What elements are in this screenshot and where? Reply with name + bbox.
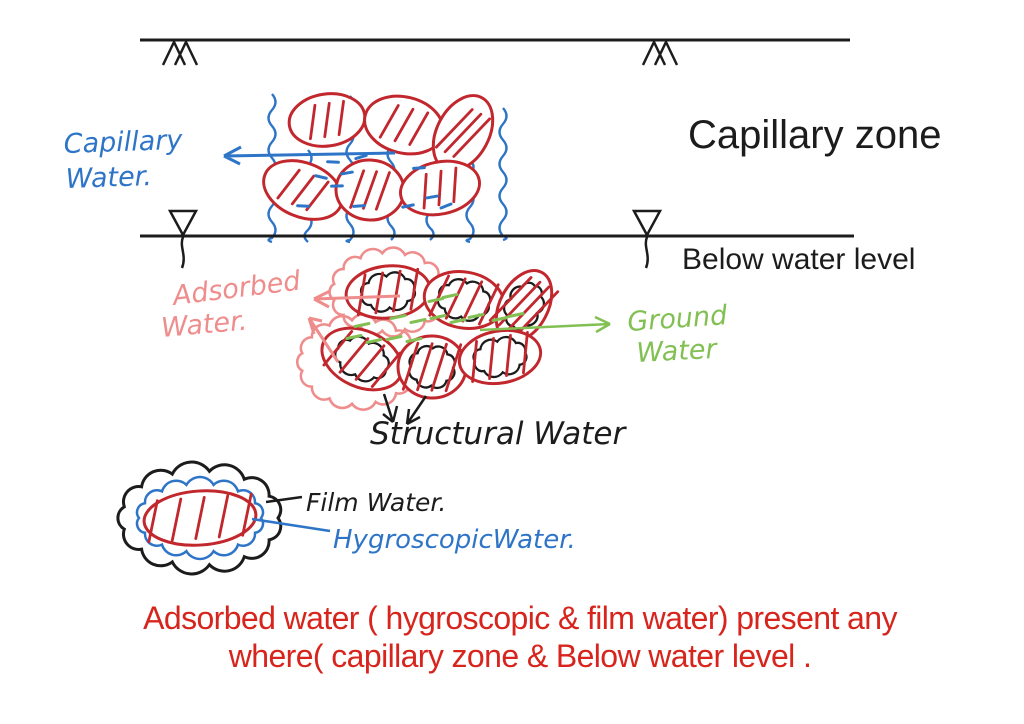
ground-water-dash	[353, 322, 371, 328]
ground-water-dash	[449, 318, 467, 324]
moisture-dash	[340, 170, 354, 176]
capillary-water-label-line2: Water.	[65, 161, 152, 195]
moisture-dash	[314, 174, 328, 180]
structural-water-arrow	[405, 395, 428, 426]
film-water-pointer	[265, 495, 303, 504]
moisture-dash	[412, 166, 426, 170]
adsorbed-water-label-line1: Adsorbed	[169, 265, 303, 312]
ground-water-dash	[467, 313, 485, 319]
soil-grain	[457, 328, 543, 386]
capillary-squiggle	[498, 107, 508, 242]
soil-grain	[142, 489, 258, 547]
ground-hatch-symbol	[641, 39, 679, 66]
ground-water-dash	[385, 335, 403, 341]
capillary-zone-label: Capillary zone	[688, 113, 941, 157]
ground-water-dash	[429, 314, 447, 320]
soil-grain	[431, 94, 495, 172]
adsorbed-water-arrow	[307, 316, 340, 363]
caption-line2: where( capillary zone & Below water leve…	[228, 638, 811, 674]
below-water-level-label: Below water level	[682, 243, 915, 276]
moisture-dash	[326, 160, 340, 164]
soil-grain	[287, 92, 367, 148]
ground-water-dash	[365, 338, 383, 344]
moisture-dash	[296, 204, 310, 208]
ground-water-dash	[405, 337, 423, 343]
moisture-dash	[354, 153, 368, 161]
ground-water-label-line1: Ground	[626, 300, 729, 338]
soil-grain	[320, 326, 404, 392]
ground-water-dash	[441, 293, 459, 299]
ground-water-dash	[345, 334, 363, 340]
soil-grain	[399, 159, 481, 217]
labels-layer: Capillary Water. Capillary zone Below wa…	[63, 113, 941, 674]
soil-grain	[363, 94, 445, 156]
capillary-water-label-line1: Capillary	[63, 125, 184, 160]
soil-grain	[396, 334, 468, 400]
arrows-layer	[223, 145, 611, 533]
moisture-dash	[439, 202, 453, 210]
adsorbed-water-arrow	[313, 289, 401, 309]
soil-grain	[262, 159, 344, 221]
structural-water-arrow	[382, 393, 399, 423]
moisture-dash	[352, 204, 366, 208]
film-water-label: Film Water.	[306, 488, 446, 517]
water-table-symbol	[167, 209, 199, 269]
caption-line1: Adsorbed water ( hygroscopic & film wate…	[143, 600, 897, 636]
ground-water-dash	[427, 297, 445, 303]
hygroscopic-water-pointer	[251, 517, 331, 533]
ground-water-dash	[389, 314, 407, 320]
moisture-dash	[330, 184, 344, 188]
adsorbed-water-label-line2: Water.	[160, 306, 249, 344]
static-lines-layer	[140, 38, 854, 269]
structural-water-label: Structural Water	[370, 416, 627, 452]
ground-water-dash	[491, 316, 509, 322]
ground-hatch-symbol	[161, 39, 199, 66]
ground-water-arrow	[479, 315, 611, 334]
ground-water-dash	[409, 318, 427, 324]
moisture-dash	[401, 203, 415, 209]
drawing-layer	[116, 92, 560, 576]
capillary-water-arrow	[223, 145, 396, 166]
hygroscopic-water-label: HygroscopicWater.	[333, 525, 576, 555]
moisture-dash	[425, 194, 439, 200]
water-table-symbol	[631, 209, 663, 269]
soil-grain	[344, 264, 432, 320]
ground-water-label-line2: Water	[636, 334, 719, 369]
ground-water-dash	[507, 312, 525, 318]
